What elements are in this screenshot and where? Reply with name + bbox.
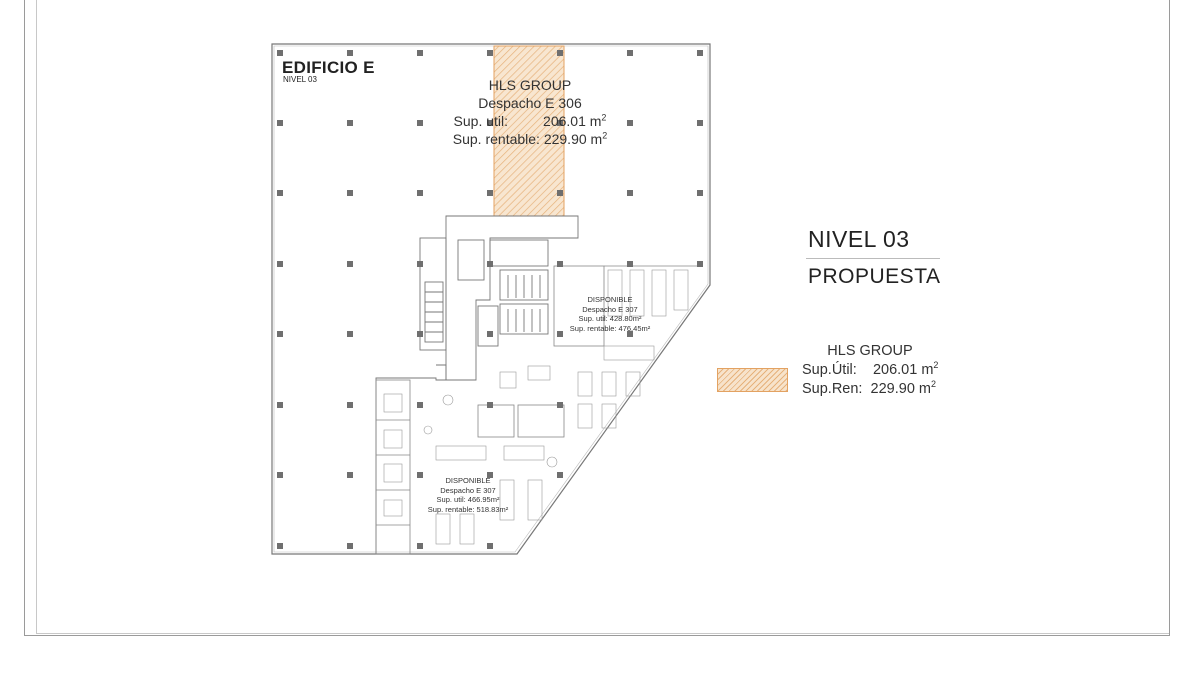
- tenant-rentable-value: 229.90 m: [543, 131, 603, 147]
- available-2-rentable: Sup. rentable: 518.83m²: [427, 504, 509, 514]
- column-marker: [627, 261, 633, 267]
- column-marker: [487, 331, 493, 337]
- tenant-rentable-row: Sup. rentable: 229.90 m2: [440, 130, 620, 148]
- building-outline: [271, 43, 711, 555]
- tenant-useful-label: Sup. util:: [453, 113, 509, 129]
- tenant-name: HLS GROUP: [488, 77, 572, 93]
- furniture: [383, 269, 689, 545]
- column-marker: [277, 543, 283, 549]
- column-marker: [557, 402, 563, 408]
- tenant-useful-value: 206.01 m: [543, 113, 602, 129]
- column-marker: [277, 331, 283, 337]
- column-marker: [627, 190, 633, 196]
- column-marker: [347, 331, 353, 337]
- tenant-area-e306[interactable]: [493, 45, 565, 217]
- legend-hatch-swatch: [717, 368, 788, 392]
- available-label-2: DISPONIBLE Despacho E 307 Sup. util: 466…: [416, 476, 520, 514]
- column-marker: [347, 261, 353, 267]
- interior-walls: [375, 265, 700, 555]
- tenant-rentable-exp: 2: [602, 130, 608, 141]
- column-marker: [277, 120, 283, 126]
- column-marker: [347, 190, 353, 196]
- level-subtitle: PROPUESTA: [808, 265, 941, 288]
- sheet-frame: [24, 0, 1170, 636]
- legend-useful-value: 206.01 m: [872, 362, 934, 378]
- column-marker: [347, 120, 353, 126]
- column-marker: [417, 402, 423, 408]
- sheet-inner-frame: [36, 0, 1169, 634]
- legend-useful-row: Sup.Útil: 206.01 m2: [802, 361, 942, 380]
- column-marker: [557, 120, 563, 126]
- column-marker: [487, 50, 493, 56]
- legend-rentable-label: Sup.Ren:: [802, 381, 863, 397]
- available-1-status: DISPONIBLE: [587, 295, 633, 304]
- available-1-useful: Sup. util: 428.80m²: [578, 314, 642, 323]
- tenant-useful-exp: 2: [601, 112, 607, 123]
- column-marker: [277, 402, 283, 408]
- available-2-office: Despacho E 307: [440, 485, 496, 495]
- column-marker: [557, 331, 563, 337]
- column-marker: [487, 472, 493, 478]
- building-title: EDIFICIO E: [282, 58, 375, 77]
- available-1-office: Despacho E 307: [582, 304, 638, 314]
- column-marker: [627, 331, 633, 337]
- legend-name: HLS GROUP: [827, 343, 913, 359]
- column-marker: [627, 50, 633, 56]
- available-1-rentable: Sup. rentable: 476.45m²: [569, 323, 651, 333]
- legend-rentable-value: 229.90 m: [870, 381, 931, 397]
- column-marker: [557, 472, 563, 478]
- legend-useful-label: Sup.Útil:: [802, 362, 857, 378]
- tenant-label: HLS GROUP Despacho E 306 Sup. util: 206.…: [440, 76, 620, 148]
- level-divider: [806, 258, 940, 259]
- level-title: NIVEL 03: [808, 226, 910, 252]
- column-marker: [697, 190, 703, 196]
- column-marker: [347, 472, 353, 478]
- column-marker: [347, 50, 353, 56]
- column-marker: [417, 543, 423, 549]
- legend-rentable-exp: 2: [931, 379, 937, 390]
- tenant-useful-row: Sup. util: 206.01 m2: [440, 112, 620, 130]
- available-label-1: DISPONIBLE Despacho E 307 Sup. util: 428…: [558, 295, 662, 333]
- column-marker: [347, 402, 353, 408]
- column-marker: [277, 50, 283, 56]
- column-marker: [557, 190, 563, 196]
- column-marker: [277, 190, 283, 196]
- column-marker: [277, 261, 283, 267]
- column-marker: [487, 120, 493, 126]
- column-marker: [417, 472, 423, 478]
- available-2-status: DISPONIBLE: [445, 476, 491, 485]
- column-marker: [487, 402, 493, 408]
- column-marker: [557, 50, 563, 56]
- tenant-rentable-label: Sup. rentable:: [452, 131, 540, 147]
- legend-rentable-row: Sup.Ren: 229.90 m2: [802, 380, 942, 399]
- column-marker: [487, 261, 493, 267]
- column-marker: [697, 50, 703, 56]
- legend: HLS GROUP Sup.Útil: 206.01 m2 Sup.Ren: 2…: [802, 342, 942, 399]
- column-marker: [277, 472, 283, 478]
- column-marker: [347, 543, 353, 549]
- column-marker: [487, 190, 493, 196]
- column-marker: [487, 543, 493, 549]
- column-marker: [697, 120, 703, 126]
- building-outline-inner: [273, 45, 709, 553]
- column-marker: [417, 120, 423, 126]
- column-marker: [697, 261, 703, 267]
- column-marker: [417, 190, 423, 196]
- column-marker: [417, 261, 423, 267]
- tenant-office: Despacho E 306: [478, 95, 582, 111]
- building-level: NIVEL 03: [283, 75, 317, 84]
- legend-useful-exp: 2: [933, 360, 939, 371]
- column-marker: [557, 261, 563, 267]
- structural-columns: [277, 50, 703, 549]
- column-marker: [417, 50, 423, 56]
- column-marker: [627, 120, 633, 126]
- building-core: [375, 215, 579, 554]
- available-2-useful: Sup. util: 466.95m²: [436, 495, 500, 504]
- column-marker: [417, 331, 423, 337]
